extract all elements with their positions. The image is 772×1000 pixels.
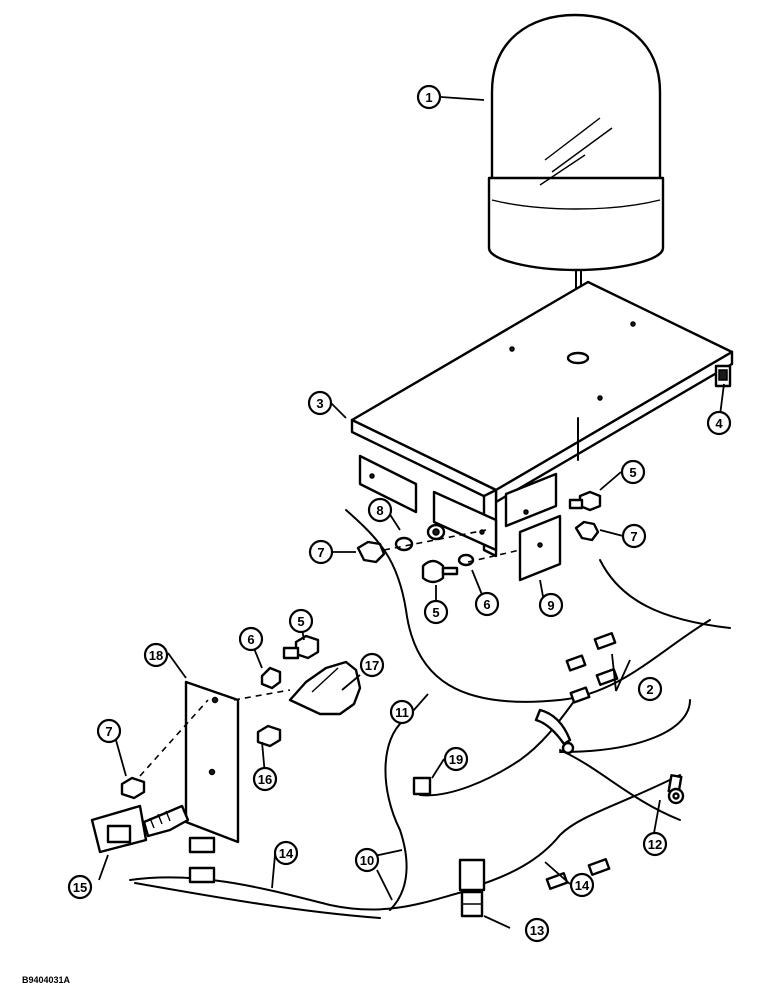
ring-terminal — [667, 774, 685, 805]
svg-text:7: 7 — [630, 529, 637, 544]
callout-13: 13 — [524, 917, 550, 943]
callout-14-harness-right: 14 — [569, 872, 595, 898]
svg-text:10: 10 — [360, 853, 374, 868]
svg-text:14: 14 — [575, 878, 590, 893]
callout-11: 11 — [389, 699, 415, 725]
svg-text:5: 5 — [297, 614, 304, 629]
svg-text:19: 19 — [449, 752, 463, 767]
svg-text:4: 4 — [715, 416, 723, 431]
reference-code: B9404031A — [22, 975, 71, 985]
callout-5-bracket-front: 5 — [423, 599, 449, 625]
svg-text:5: 5 — [629, 465, 636, 480]
callout-2: 2 — [637, 676, 663, 702]
callout-6-bracket: 6 — [474, 591, 500, 617]
svg-text:12: 12 — [648, 837, 662, 852]
svg-text:9: 9 — [547, 598, 554, 613]
mounting-bracket — [350, 280, 734, 582]
svg-text:16: 16 — [258, 772, 272, 787]
callout-7-switch-panel: 7 — [96, 718, 122, 744]
svg-text:6: 6 — [247, 632, 254, 647]
small-connector — [412, 776, 432, 796]
svg-text:2: 2 — [646, 682, 653, 697]
callout-12: 12 — [642, 831, 668, 857]
connectors — [534, 632, 619, 755]
callout-16: 16 — [252, 766, 278, 792]
callout-15: 15 — [67, 874, 93, 900]
svg-text:18: 18 — [149, 648, 163, 663]
callout-6-switch-panel: 6 — [238, 626, 264, 652]
callout-17: 17 — [359, 652, 385, 678]
callout-4: 4 — [706, 410, 732, 436]
callout-10: 10 — [354, 847, 380, 873]
svg-text:3: 3 — [316, 396, 323, 411]
callout-5-switch-panel: 5 — [288, 608, 314, 634]
callout-19: 19 — [443, 746, 469, 772]
edge-clip — [714, 364, 732, 388]
callout-7-bracket-right: 7 — [621, 523, 647, 549]
callout-9: 9 — [538, 592, 564, 618]
callout-5-bracket-right: 5 — [620, 459, 646, 485]
svg-text:7: 7 — [105, 724, 112, 739]
callout-18: 18 — [143, 642, 169, 668]
svg-text:6: 6 — [483, 597, 490, 612]
svg-text:13: 13 — [530, 923, 544, 938]
switch-panel-assembly — [90, 634, 362, 854]
wiring-harness — [129, 509, 731, 919]
callout-14-harness-left: 14 — [273, 840, 299, 866]
svg-text:15: 15 — [73, 880, 87, 895]
svg-text:8: 8 — [376, 503, 383, 518]
callout-1: 1 — [416, 84, 442, 110]
svg-text:5: 5 — [432, 605, 439, 620]
callouts: 1 2 3 4 5 5 5 6 6 7 7 7 8 9 10 11 12 13 … — [67, 84, 732, 943]
svg-text:14: 14 — [279, 846, 294, 861]
callout-3: 3 — [307, 390, 333, 416]
svg-text:7: 7 — [317, 545, 324, 560]
svg-text:11: 11 — [395, 705, 409, 720]
callout-8: 8 — [367, 497, 393, 523]
svg-text:17: 17 — [365, 658, 379, 673]
callout-7-bracket-left: 7 — [308, 539, 334, 565]
bracket-fasteners — [356, 490, 602, 584]
svg-text:1: 1 — [425, 90, 432, 105]
